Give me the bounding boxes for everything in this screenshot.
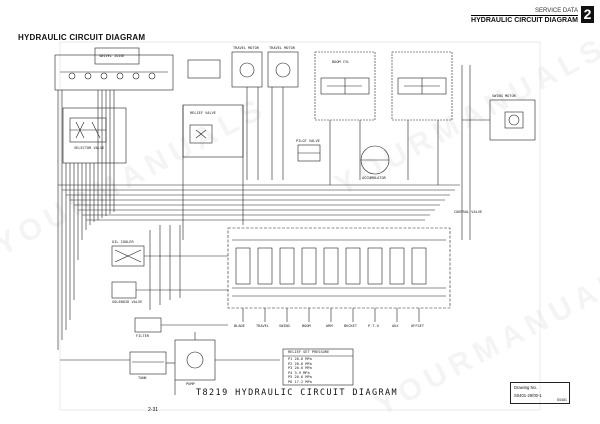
service-data-label: SERVICE DATA xyxy=(534,8,578,14)
swivel-joint-label-box xyxy=(94,47,140,65)
label-pilot-valve: PILOT VALVE xyxy=(296,139,320,143)
drawing-number-label: Drawing No. xyxy=(514,385,538,390)
label-tank: TANK xyxy=(138,376,147,380)
section-aux: AUX xyxy=(392,324,399,328)
pressure-row-3: P3 20.6 MPa xyxy=(288,366,312,370)
solenoid-valve-block xyxy=(111,281,137,299)
label-boom-cyl: BOOM CYL xyxy=(332,60,350,64)
section-swing: SWING xyxy=(279,324,290,328)
section-title: HYDRAULIC CIRCUIT DIAGRAM xyxy=(471,15,578,24)
label-travel-motor-left: TRAVEL MOTOR xyxy=(233,46,259,50)
page-title: HYDRAULIC CIRCUIT DIAGRAM xyxy=(18,33,146,42)
travel-motor-left-block xyxy=(231,51,263,88)
swivel-joint-block xyxy=(54,54,174,91)
control-valve-block xyxy=(227,227,451,309)
drawing-number-box: Drawing No. S0401-29/00-1 S0481 xyxy=(510,382,570,404)
diagram-title: T8219 HYDRAULIC CIRCUIT DIAGRAM xyxy=(196,388,399,398)
label-travel-motor-right: TRAVEL MOTOR xyxy=(269,46,295,50)
pressure-row-1: P1 20.6 MPa xyxy=(288,357,312,361)
pressure-table-box xyxy=(282,348,354,386)
selector-valve-block xyxy=(62,107,127,164)
section-offset: OFFSET xyxy=(411,324,424,328)
page-number: 2-31 xyxy=(148,407,159,413)
label-pump: PUMP xyxy=(186,382,195,386)
boom-cylinder-right-block xyxy=(391,51,453,121)
drawing-number: S0401-29/00-1 xyxy=(514,393,542,398)
pressure-row-4: P4 3.9 MPa xyxy=(288,370,310,375)
pressure-table-title: RELIEF SET PRESSURE xyxy=(288,350,330,354)
label-control-valve: CONTROL VALVE xyxy=(454,210,483,214)
control-valve-spools xyxy=(235,247,427,285)
boom-cylinder-left-block xyxy=(314,51,376,121)
label-accumulator: ACCUMULATOR xyxy=(362,176,386,180)
section-blade: BLADE xyxy=(234,324,245,328)
pump-block xyxy=(174,339,216,381)
label-filter: FILTER xyxy=(136,334,149,338)
travel-motor-right-block xyxy=(267,51,299,88)
label-solenoid-valve: SOLENOID VALVE xyxy=(112,300,143,304)
section-number-badge: 2 xyxy=(581,6,594,23)
pressure-row-5: P5 20.6 MPa xyxy=(288,375,312,379)
label-selector-valve: SELECTOR VALVE xyxy=(74,146,105,150)
label-relief-valve: RELIEF VALVE xyxy=(190,111,216,115)
label-swing-motor: SWING MOTOR xyxy=(492,94,516,98)
drawing-code: S0481 xyxy=(556,398,567,402)
pressure-row-2: P2 20.6 MPa xyxy=(288,361,312,366)
label-oil-cooler: OIL COOLER xyxy=(112,240,134,244)
section-travel: TRAVEL xyxy=(256,324,269,328)
swing-motor-block xyxy=(489,99,536,141)
section-arm: ARM xyxy=(326,324,333,328)
pressure-row-6: P6 17.2 MPa xyxy=(288,379,312,384)
section-header: SERVICE DATA HYDRAULIC CIRCUIT DIAGRAM xyxy=(471,8,578,24)
section-pto: P.T.O xyxy=(368,324,379,328)
section-boom: BOOM xyxy=(302,324,311,328)
label-swivel-joint: SWIVEL JOINT xyxy=(99,54,125,58)
section-bucket: BUCKET xyxy=(344,324,357,328)
tank-block xyxy=(129,351,167,375)
filter-block xyxy=(134,317,162,333)
